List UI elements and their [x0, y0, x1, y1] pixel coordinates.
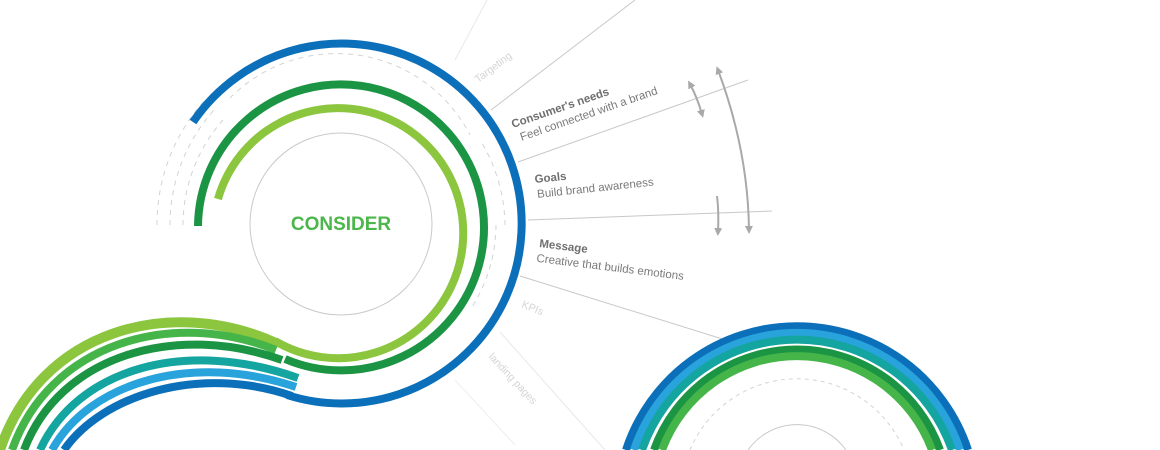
consider-rings	[189, 39, 526, 408]
targeting-label: Targeting	[473, 50, 515, 86]
segment-kpis: KPIs	[520, 299, 545, 318]
incoming-flow-bands	[0, 317, 300, 450]
band-mid-green	[8, 328, 278, 450]
segment-landing-pages: landing pages	[486, 351, 539, 407]
band-light-blue	[48, 368, 298, 450]
segment-message: Message Creative that builds emotions	[536, 238, 685, 283]
dashed-guide-arcs	[156, 53, 506, 311]
goals-title: Goals	[534, 171, 567, 186]
next-ring-dark-green	[650, 345, 944, 450]
stage-title: CONSIDER	[291, 214, 392, 235]
next-inner-circle	[747, 424, 847, 450]
next-ring-dark-blue	[622, 322, 972, 450]
message-subtitle: Creative that builds emotions	[536, 253, 685, 283]
band-light-green	[0, 317, 279, 450]
next-ring-dashed	[689, 378, 905, 450]
segment-consumer-needs: Consumer's needs Feel connected with a b…	[510, 85, 659, 143]
arrow-goals-message	[714, 195, 723, 236]
band-dark-blue	[60, 379, 294, 450]
segment-dividers	[454, 0, 773, 450]
next-stage-rings	[622, 322, 972, 450]
message-title: Message	[539, 238, 589, 256]
ring-light-green	[214, 104, 468, 363]
landing-pages-label: landing pages	[486, 351, 539, 407]
next-ring-mid-green	[658, 352, 936, 450]
kpis-label: KPIs	[520, 299, 545, 318]
arrow-needs-goals	[688, 80, 705, 118]
next-ring-light-blue	[630, 328, 964, 450]
segment-targeting: Targeting	[473, 50, 515, 86]
flow-arrows	[688, 66, 753, 236]
ring-dark-green	[194, 80, 488, 375]
arrow-needs-message	[715, 66, 753, 234]
consider-inner-circle	[249, 132, 433, 316]
segment-goals: Goals Build brand awareness	[534, 171, 654, 201]
band-teal	[36, 356, 300, 450]
band-dark-green	[20, 340, 284, 450]
ring-dark-blue	[189, 39, 526, 408]
next-ring-teal	[638, 335, 956, 450]
